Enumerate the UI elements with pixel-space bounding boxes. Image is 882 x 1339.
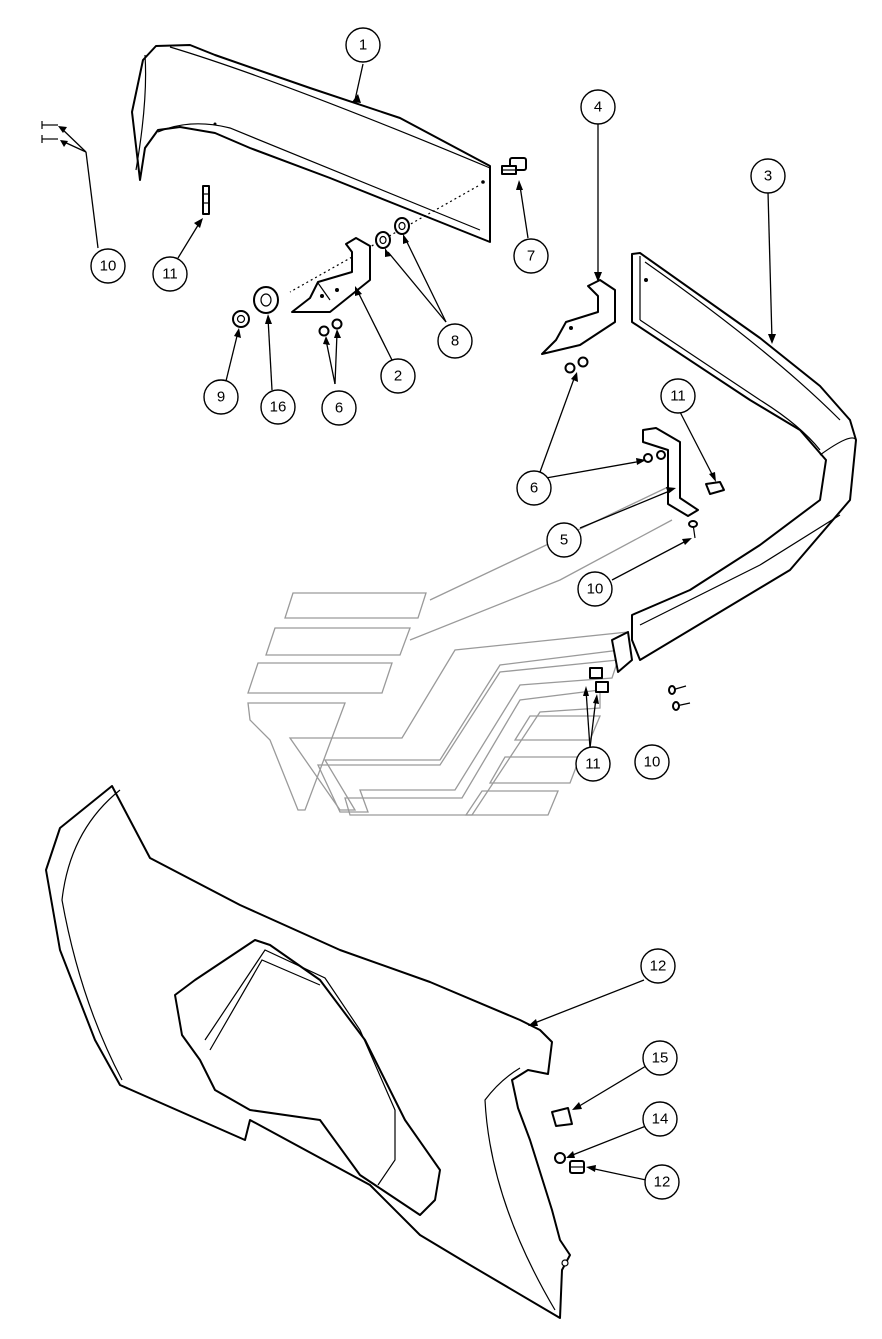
svg-text:12: 12 — [650, 958, 667, 975]
callout-6-mid: 6 — [516, 470, 552, 506]
part-12-bolt — [569, 1160, 585, 1174]
callout-12-shroud: 12 — [640, 948, 676, 984]
part-5-bracket — [642, 427, 699, 517]
svg-text:10: 10 — [644, 754, 661, 771]
watermark-logo — [247, 486, 673, 816]
svg-text:8: 8 — [451, 333, 459, 350]
callout-11-upper: 11 — [152, 256, 188, 292]
callout-9: 9 — [203, 379, 239, 415]
svg-text:10: 10 — [587, 581, 604, 598]
callout-14: 14 — [642, 1101, 678, 1137]
svg-text:1: 1 — [359, 37, 367, 54]
leader-lines — [58, 63, 776, 1181]
callout-10-lower: 10 — [634, 744, 670, 780]
svg-text:9: 9 — [217, 389, 225, 406]
svg-text:11: 11 — [162, 266, 178, 283]
callout-3: 3 — [750, 158, 786, 194]
part-16-washer — [253, 286, 279, 314]
callout-12-bolt: 12 — [644, 1164, 680, 1200]
part-8-washers — [375, 217, 410, 249]
part-6-nuts-mid — [564, 356, 589, 374]
callout-2: 2 — [380, 358, 416, 394]
callout-11-lower: 11 — [575, 746, 611, 782]
part-7-bolt — [501, 157, 527, 175]
callout-4: 4 — [580, 89, 616, 125]
part-1-upper-panel — [131, 44, 491, 243]
part-10-screws-lower — [668, 685, 691, 711]
svg-text:11: 11 — [670, 388, 686, 405]
callout-15: 15 — [642, 1040, 678, 1076]
part-2-bracket — [291, 237, 371, 313]
part-10-screw-mid — [688, 520, 698, 539]
callout-10-top: 10 — [90, 248, 126, 284]
part-11-clips-lower — [589, 631, 633, 693]
callout-6-left: 6 — [321, 390, 357, 426]
callout-1: 1 — [345, 27, 381, 63]
part-6-nuts-left — [318, 318, 343, 337]
callout-5: 5 — [546, 522, 582, 558]
svg-text:2: 2 — [394, 368, 402, 385]
svg-text:4: 4 — [594, 99, 602, 116]
svg-text:12: 12 — [654, 1174, 671, 1191]
svg-text:14: 14 — [652, 1111, 669, 1128]
part-14-washer — [554, 1152, 566, 1164]
part-4-bracket — [541, 279, 616, 355]
callout-8: 8 — [437, 323, 473, 359]
part-11-clip-upper — [202, 185, 210, 215]
svg-text:16: 16 — [270, 399, 287, 416]
callout-16: 16 — [260, 389, 296, 425]
part-3-side-panel — [631, 252, 857, 661]
part-11-clip-right — [705, 481, 725, 495]
part-12-lower-shroud — [45, 785, 571, 1319]
callout-7: 7 — [513, 238, 549, 274]
part-10-screws-top — [41, 121, 58, 143]
svg-text:15: 15 — [652, 1050, 669, 1067]
svg-text:6: 6 — [530, 480, 538, 497]
svg-text:3: 3 — [764, 168, 772, 185]
svg-text:11: 11 — [585, 756, 601, 773]
svg-text:5: 5 — [560, 532, 568, 549]
svg-text:10: 10 — [100, 258, 117, 275]
callout-10-mid: 10 — [577, 571, 613, 607]
callout-11-right: 11 — [660, 378, 696, 414]
part-9-nut — [232, 310, 250, 328]
part-15-clip — [551, 1107, 573, 1127]
svg-text:6: 6 — [335, 400, 343, 417]
svg-text:7: 7 — [527, 248, 535, 265]
